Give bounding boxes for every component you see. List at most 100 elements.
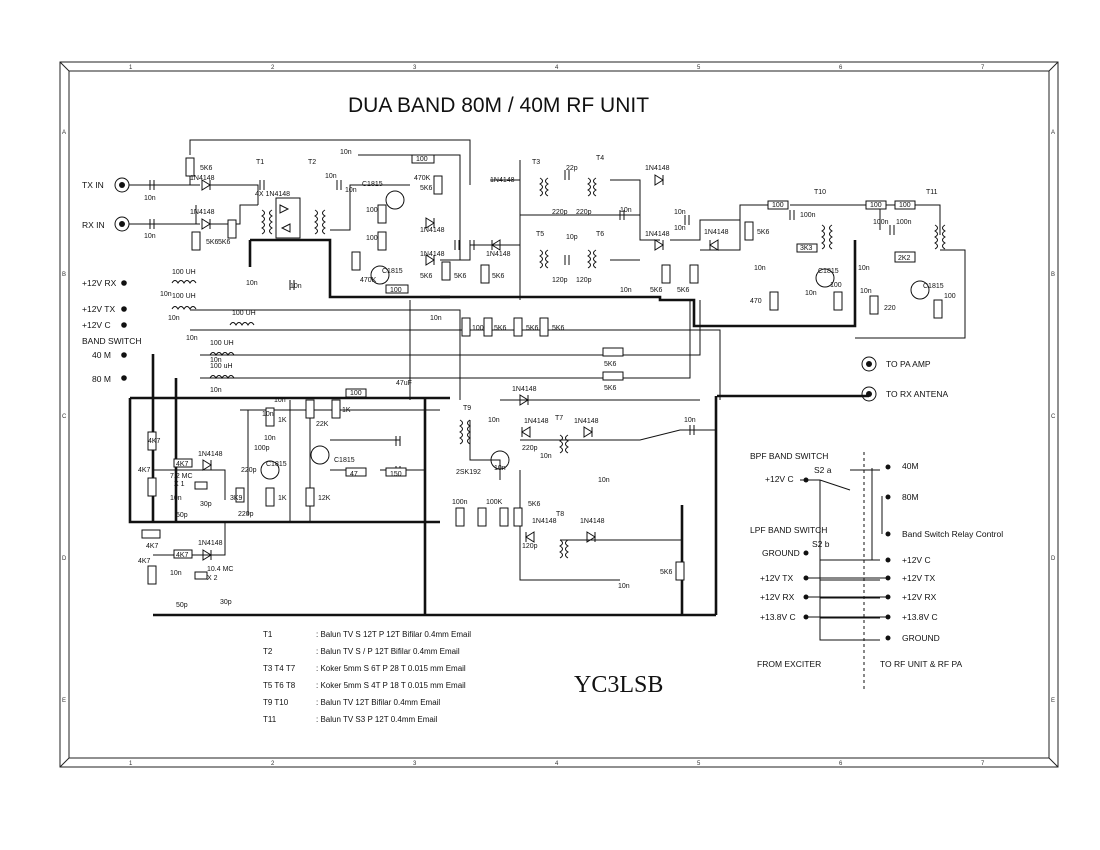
component-value-label: 100n: [452, 499, 468, 506]
component-value-label: 120p: [576, 277, 592, 284]
component-value-label: 1N4148: [486, 251, 511, 258]
component-value-label: C1815: [362, 181, 383, 188]
component-value-label: 100: [772, 202, 784, 209]
component-value-label: 220p: [576, 209, 592, 216]
component-value-label: 22K: [316, 421, 329, 428]
component-value-label: 4K7: [176, 552, 189, 559]
component-value-label: 100n: [896, 219, 912, 226]
component-value-label: 100: [366, 207, 378, 214]
component-value-label: 1N4148: [190, 209, 215, 216]
grid-row-a-right: A: [1051, 130, 1055, 136]
note-3-id: T5 T6 T8: [263, 681, 296, 690]
component-value-label: 5K6: [552, 325, 565, 332]
component-value-label: 100: [899, 202, 911, 209]
note-2-text: : Koker 5mm S 6T P 28 T 0.015 mm Email: [316, 664, 466, 673]
winding-notes: T1 : Balun TV S 12T P 12T Bifilar 0.4mm …: [263, 630, 471, 724]
component-value-label: 100: [830, 282, 842, 289]
power-buses: [128, 238, 869, 617]
component-value-label: 120p: [522, 543, 538, 550]
component-value-label: 10n: [674, 225, 686, 232]
component-value-label: 100K: [486, 499, 503, 506]
lpf-row-3-from: +13.8V C: [760, 612, 796, 622]
component-value-label: 5K6: [200, 165, 213, 172]
component-value-label: 100 UH: [210, 340, 234, 347]
to-rx-antena-label: TO RX ANTENA: [886, 389, 949, 399]
component-value-label: 10n: [540, 453, 552, 460]
component-value-label: 10n: [210, 357, 222, 364]
grid-col-3-bottom: 3: [413, 761, 417, 767]
p12v-c-label: +12V C: [82, 320, 111, 330]
component-value-label: 10n: [860, 288, 872, 295]
component-value-label: 4K7: [176, 461, 189, 468]
component-value-label: T9: [463, 405, 471, 412]
from-exciter-label: FROM EXCITER: [757, 659, 821, 669]
component-value-label: 5K6: [757, 229, 770, 236]
component-value-label: 5K6: [492, 273, 505, 280]
relay-control-label: Band Switch Relay Control: [902, 529, 1003, 539]
grid-row-c-right: C: [1051, 414, 1056, 420]
component-value-label: 1N4148: [512, 386, 537, 393]
grid-col-7-bottom: 7: [981, 761, 985, 767]
component-value-label: 10n: [598, 477, 610, 484]
component-value-label: 10n: [805, 290, 817, 297]
component-value-label: T4: [596, 155, 604, 162]
component-value-label: 1N4148: [704, 229, 729, 236]
schematic-title: DUA BAND 80M / 40M RF UNIT: [348, 94, 649, 117]
component-value-label: 7.2 MC: [170, 473, 193, 480]
grid-col-5-bottom: 5: [697, 761, 701, 767]
component-value-label: 10n: [170, 495, 182, 502]
component-value-label: 1N4148: [524, 418, 549, 425]
p12v-rx-label: +12V RX: [82, 278, 117, 288]
grid-col-7: 7: [981, 65, 985, 71]
note-1-text: : Balun TV S / P 12T Bifilar 0.4mm Email: [316, 647, 460, 656]
component-value-label: 5K6: [650, 287, 663, 294]
component-value-label: C1815: [923, 283, 944, 290]
lpf-row-3-to: +13.8V C: [902, 612, 938, 622]
component-value-label: 10n: [618, 583, 630, 590]
bpf-switch-name: S2 a: [814, 465, 832, 475]
grid-row-c: C: [62, 414, 67, 420]
grid-col-5: 5: [697, 65, 701, 71]
component-value-label: 10n: [345, 187, 357, 194]
note-0-id: T1: [263, 630, 273, 639]
note-5-text: : Balun TV S3 P 12T 0.4mm Email: [316, 715, 438, 724]
component-value-label: 1N4148: [190, 175, 215, 182]
component-value-label: 470K: [414, 175, 431, 182]
component-value-label: 100: [350, 390, 362, 397]
note-3-text: : Koker 5mm S 4T P 18 T 0.015 mm Email: [316, 681, 466, 690]
component-value-label: 30p: [200, 501, 212, 508]
p12v-tx-label: +12V TX: [82, 304, 115, 314]
component-value-label: 100: [390, 287, 402, 294]
component-value-label: 1N4148: [198, 540, 223, 547]
component-value-label: 1N4148: [645, 231, 670, 238]
lpf-heading: LPF BAND SWITCH: [750, 525, 827, 535]
component-value-label: 100: [416, 156, 428, 163]
component-value-label: 5K6: [604, 361, 617, 368]
component-value-label: C1815: [382, 268, 403, 275]
component-value-label: 3K3: [800, 245, 813, 252]
component-value-label: 50p: [176, 512, 188, 519]
note-5-id: T11: [263, 715, 277, 724]
component-value-label: 3K9: [230, 495, 243, 502]
grid-column-labels: 1 2 3 4 5 6 7 1 2 3 4 5 6 7: [129, 65, 985, 767]
component-value-label: 4K7: [138, 558, 151, 565]
grid-row-d-right: D: [1051, 556, 1056, 562]
component-value-label: 10n: [430, 315, 442, 322]
note-1-id: T2: [263, 647, 273, 656]
component-value-label: 470: [750, 298, 762, 305]
component-value-label: 10n: [274, 397, 286, 404]
component-value-label: 10n: [160, 291, 172, 298]
lpf-row-1-from: +12V TX: [760, 573, 793, 583]
resistor-icons: [141, 154, 943, 585]
grid-row-e-right: E: [1051, 698, 1055, 704]
component-value-label: 100: [870, 202, 882, 209]
component-value-label: T2: [308, 159, 316, 166]
component-value-label: 47uF: [396, 380, 412, 387]
m80-label: 80 M: [92, 374, 111, 384]
component-value-label: T11: [926, 189, 938, 196]
drawing-frame: [59, 61, 1059, 768]
bpf-out-40m: 40M: [902, 461, 919, 471]
component-value-label: 10n: [620, 287, 632, 294]
component-value-label: 1N4148: [420, 251, 445, 258]
